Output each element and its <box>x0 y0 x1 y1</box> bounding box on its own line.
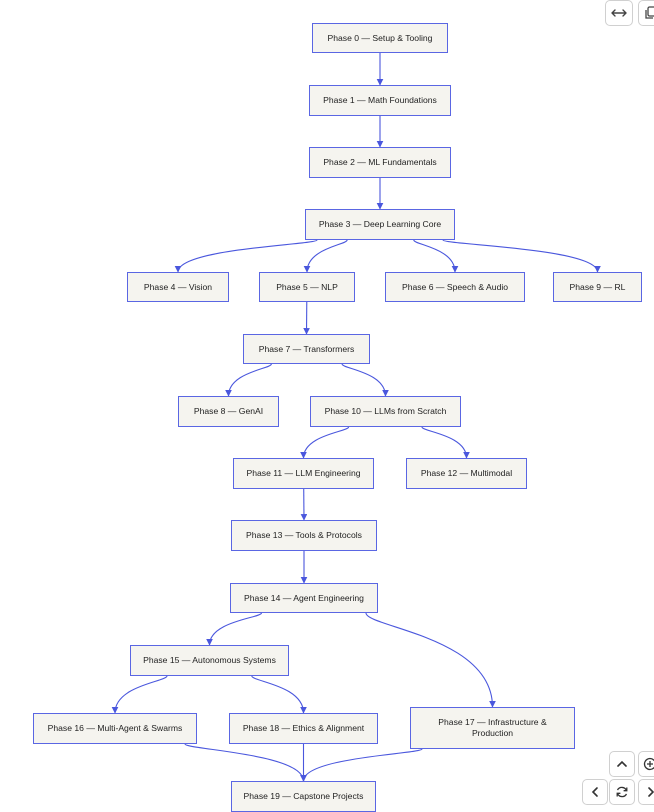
edge-p3-to-p9 <box>442 239 601 273</box>
node-phase-14[interactable]: Phase 14 — Agent Engineering <box>230 583 378 613</box>
edge-p10-to-p11 <box>300 426 350 459</box>
zoom-in-icon <box>643 757 654 771</box>
node-phase-4[interactable]: Phase 4 — Vision <box>127 272 229 302</box>
node-phase-13[interactable]: Phase 13 — Tools & Protocols <box>231 520 377 551</box>
pan-up-button[interactable] <box>609 751 635 777</box>
copy-button[interactable] <box>638 0 654 26</box>
chevron-right-icon <box>648 787 654 797</box>
node-phase-12[interactable]: Phase 12 — Multimodal <box>406 458 527 489</box>
node-phase-6[interactable]: Phase 6 — Speech & Audio <box>385 272 525 302</box>
node-phase-3[interactable]: Phase 3 — Deep Learning Core <box>305 209 455 240</box>
expand-button[interactable] <box>605 0 633 26</box>
reset-view-button[interactable] <box>609 779 635 805</box>
edge-p15-to-p18 <box>251 675 307 714</box>
pan-left-button[interactable] <box>582 779 608 805</box>
chevron-up-icon <box>617 760 627 767</box>
edge-p3-to-p5 <box>303 239 348 273</box>
edge-p14-to-p15 <box>206 612 263 646</box>
edge-p7-to-p10 <box>341 363 389 397</box>
chevron-left-icon <box>591 787 598 797</box>
horizontal-arrows-icon <box>611 9 627 17</box>
edge-p10-to-p12 <box>421 426 470 459</box>
node-phase-7[interactable]: Phase 7 — Transformers <box>243 334 370 364</box>
copy-icon <box>645 6 654 19</box>
node-phase-15[interactable]: Phase 15 — Autonomous Systems <box>130 645 289 676</box>
edge-p7-to-p8 <box>225 363 272 397</box>
edge-p3-to-p4 <box>174 239 318 273</box>
node-phase-2[interactable]: Phase 2 — ML Fundamentals <box>309 147 451 178</box>
edge-p3-to-p6 <box>413 239 459 273</box>
edge-p17-to-p19 <box>300 748 423 782</box>
node-phase-9[interactable]: Phase 9 — RL <box>553 272 642 302</box>
node-phase-1[interactable]: Phase 1 — Math Foundations <box>309 85 451 116</box>
reset-icon <box>616 786 628 798</box>
zoom-in-button[interactable] <box>638 751 654 777</box>
node-phase-11[interactable]: Phase 11 — LLM Engineering <box>233 458 374 489</box>
node-phase-17[interactable]: Phase 17 — Infrastructure & Production <box>410 707 575 749</box>
node-phase-8[interactable]: Phase 8 — GenAI <box>178 396 279 427</box>
edge-p15-to-p16 <box>111 675 168 714</box>
node-phase-18[interactable]: Phase 18 — Ethics & Alignment <box>229 713 378 744</box>
edge-p16-to-p19 <box>184 743 307 782</box>
edge-p14-to-p17 <box>365 612 496 708</box>
node-phase-16[interactable]: Phase 16 — Multi-Agent & Swarms <box>33 713 197 744</box>
node-phase-5[interactable]: Phase 5 — NLP <box>259 272 355 302</box>
node-phase-0[interactable]: Phase 0 — Setup & Tooling <box>312 23 448 53</box>
node-phase-10[interactable]: Phase 10 — LLMs from Scratch <box>310 396 461 427</box>
pan-right-button[interactable] <box>638 779 654 805</box>
node-phase-19[interactable]: Phase 19 — Capstone Projects <box>231 781 376 812</box>
